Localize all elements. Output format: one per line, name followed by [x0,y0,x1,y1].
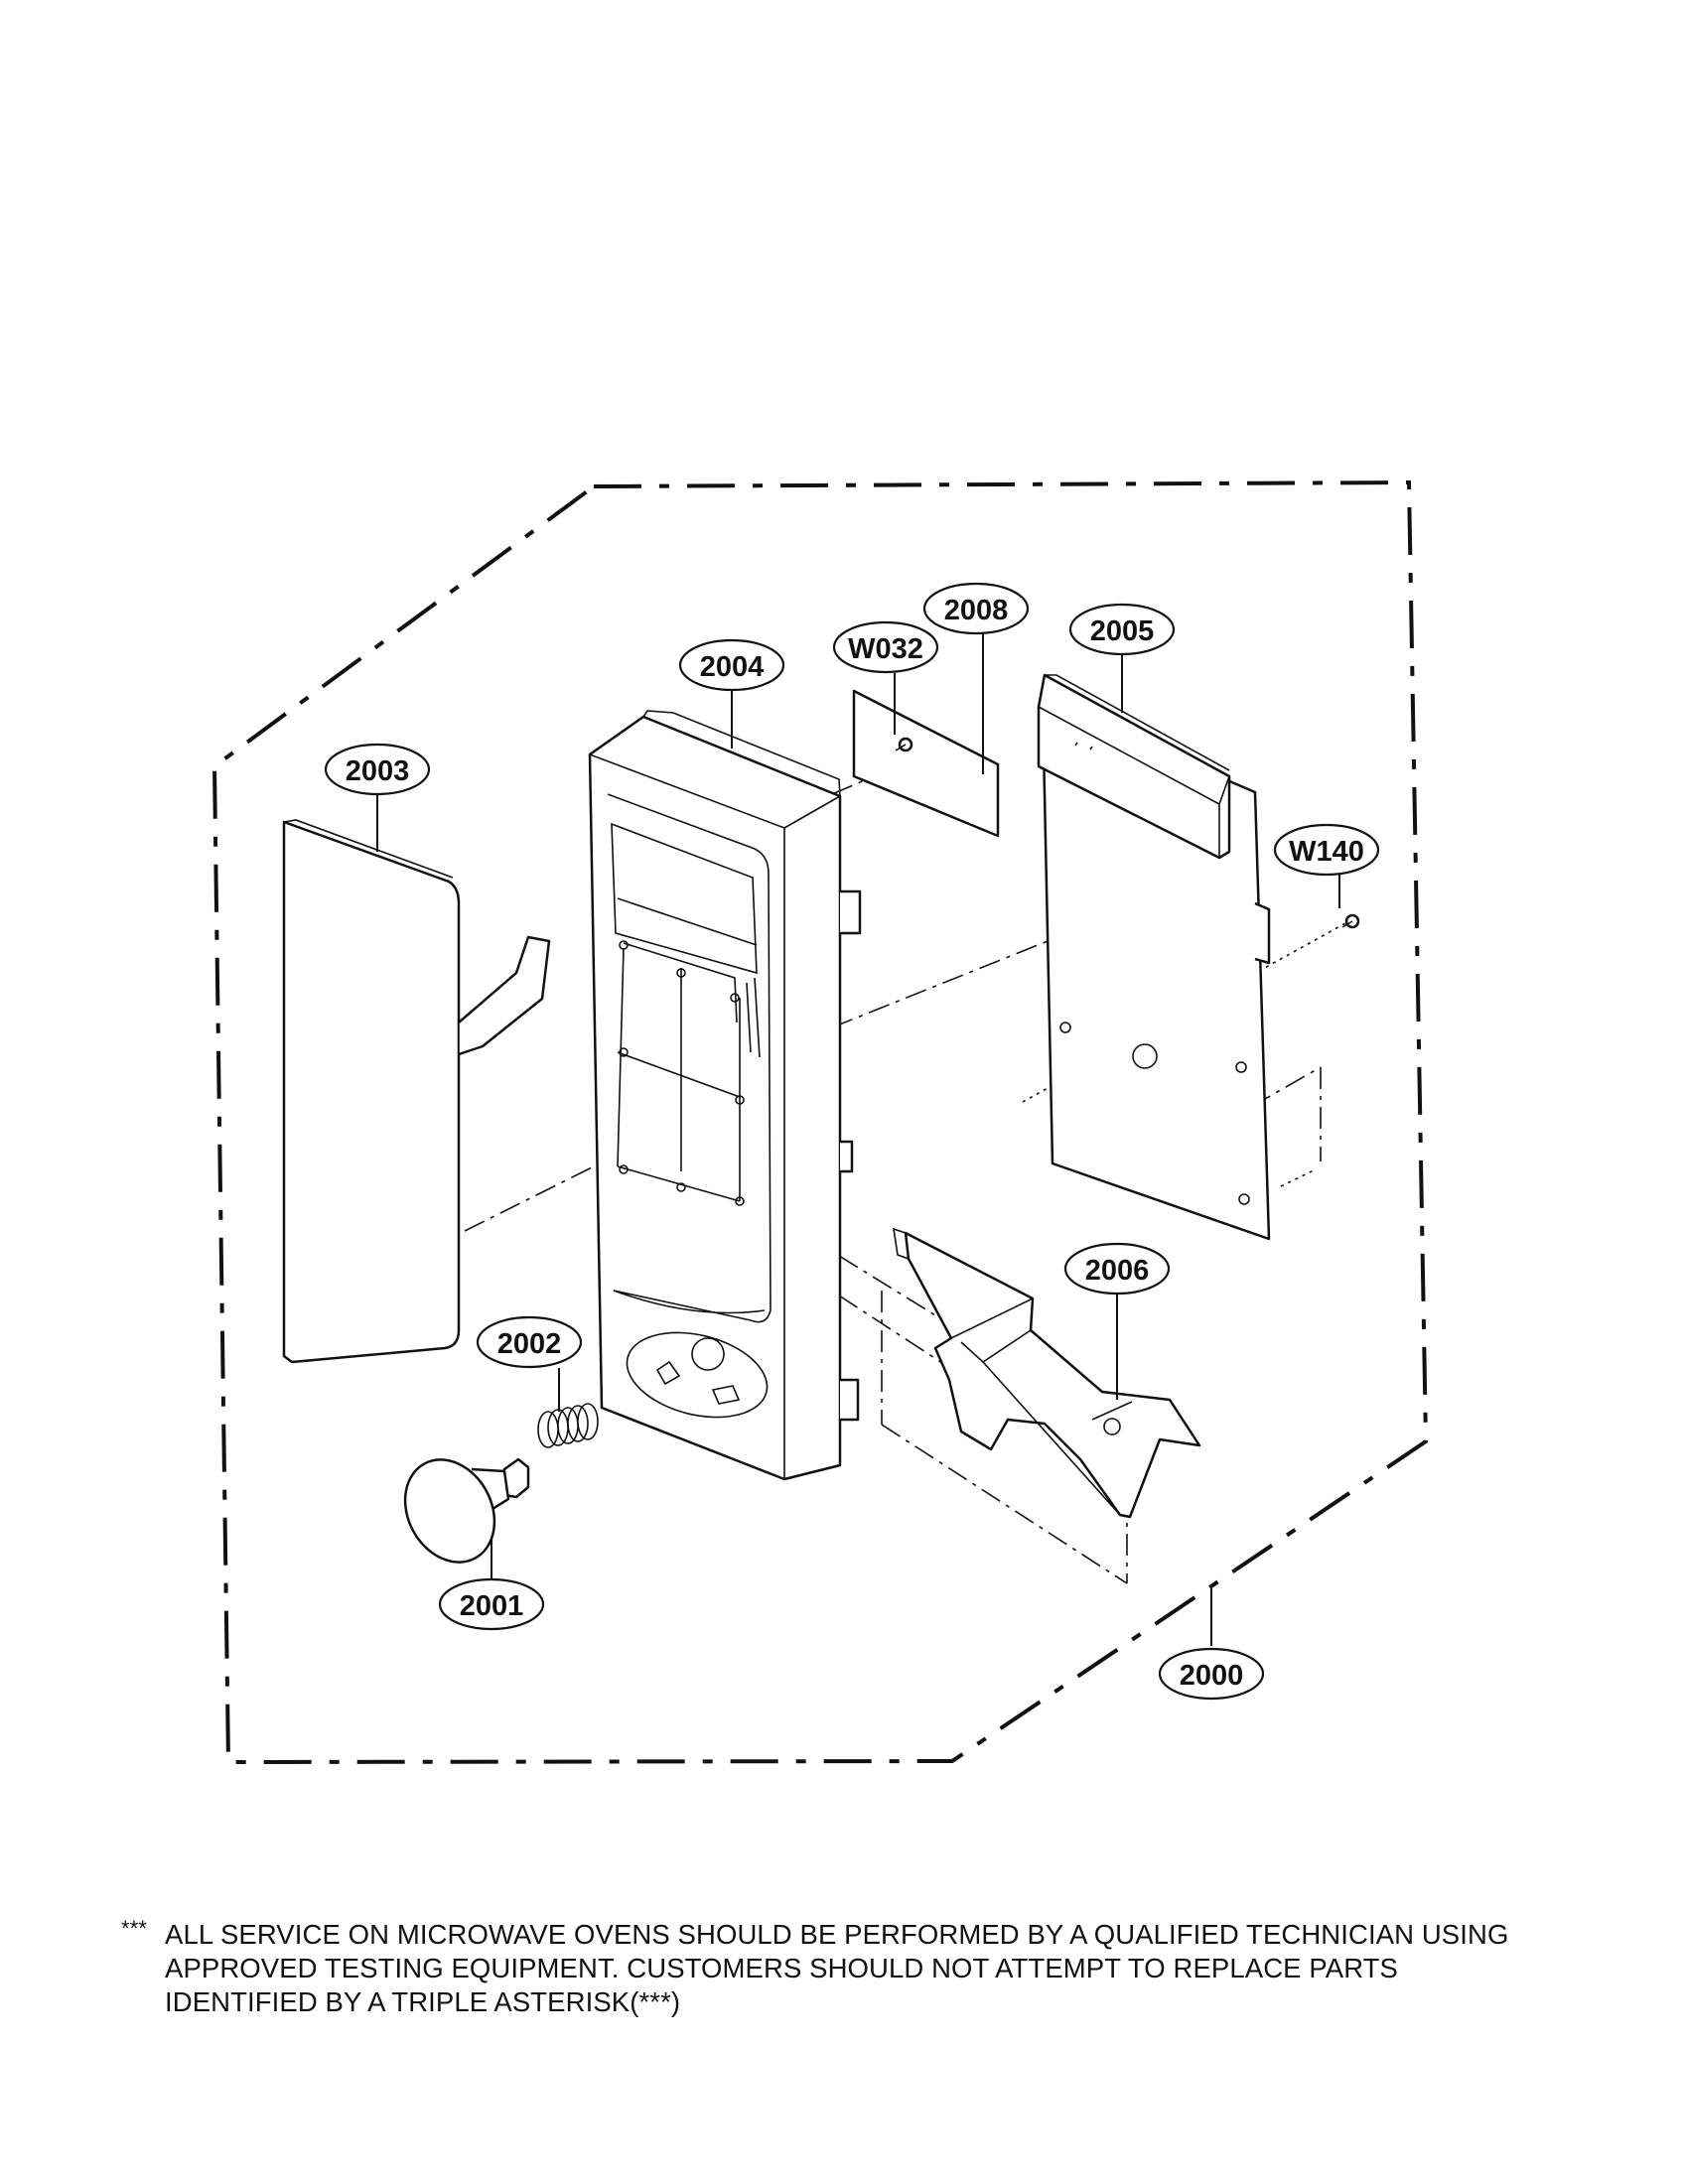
part-2004-control-frame [588,710,862,1481]
part-2008-sheet [852,689,1000,838]
part-2002-spring [537,1403,599,1448]
callout-2003: 2003 [324,743,431,796]
callout-2002: 2002 [476,1315,583,1369]
callout-2008: 2008 [922,582,1030,635]
note-line-3: IDENTIFIED BY A TRIPLE ASTERISK(***) [165,1986,681,2017]
part-number-2002: 2002 [497,1328,562,1360]
service-warning-note: *** ALL SERVICE ON MICROWAVE OVENS SHOUL… [121,1916,1591,2019]
note-line-1: ALL SERVICE ON MICROWAVE OVENS SHOULD BE… [165,1919,1509,1950]
part-2003-panel [282,819,551,1364]
part-number-2003: 2003 [346,755,410,787]
assembly-boundary-outline [211,479,1429,1765]
callout-w032: W032 [832,620,939,674]
note-line-2: APPROVED TESTING EQUIPMENT. CUSTOMERS SH… [165,1953,1398,1983]
part-2006-lever [893,1227,1201,1519]
callout-2006: 2006 [1063,1242,1171,1296]
callout-2004: 2004 [678,638,785,692]
part-2005-pcb [1037,673,1271,1241]
triple-asterisk-marker: *** [121,1916,147,1941]
callout-w140: W140 [1273,823,1380,877]
part-number-2000: 2000 [1180,1660,1244,1692]
callout-2000: 2000 [1158,1647,1265,1701]
part-w140-screw [1341,913,1360,929]
part-w032-screw [895,737,913,752]
part-number-2006: 2006 [1085,1255,1150,1287]
callout-2001: 2001 [438,1577,545,1631]
callout-2005: 2005 [1068,603,1176,656]
part-2001-knob [403,1457,530,1564]
part-number-w140: W140 [1289,836,1364,868]
part-number-2005: 2005 [1090,615,1155,647]
part-number-w032: W032 [848,633,923,665]
leader-lines [376,633,1340,1646]
part-number-2004: 2004 [700,651,765,683]
part-number-2001: 2001 [460,1590,524,1622]
part-number-2008: 2008 [944,595,1009,626]
